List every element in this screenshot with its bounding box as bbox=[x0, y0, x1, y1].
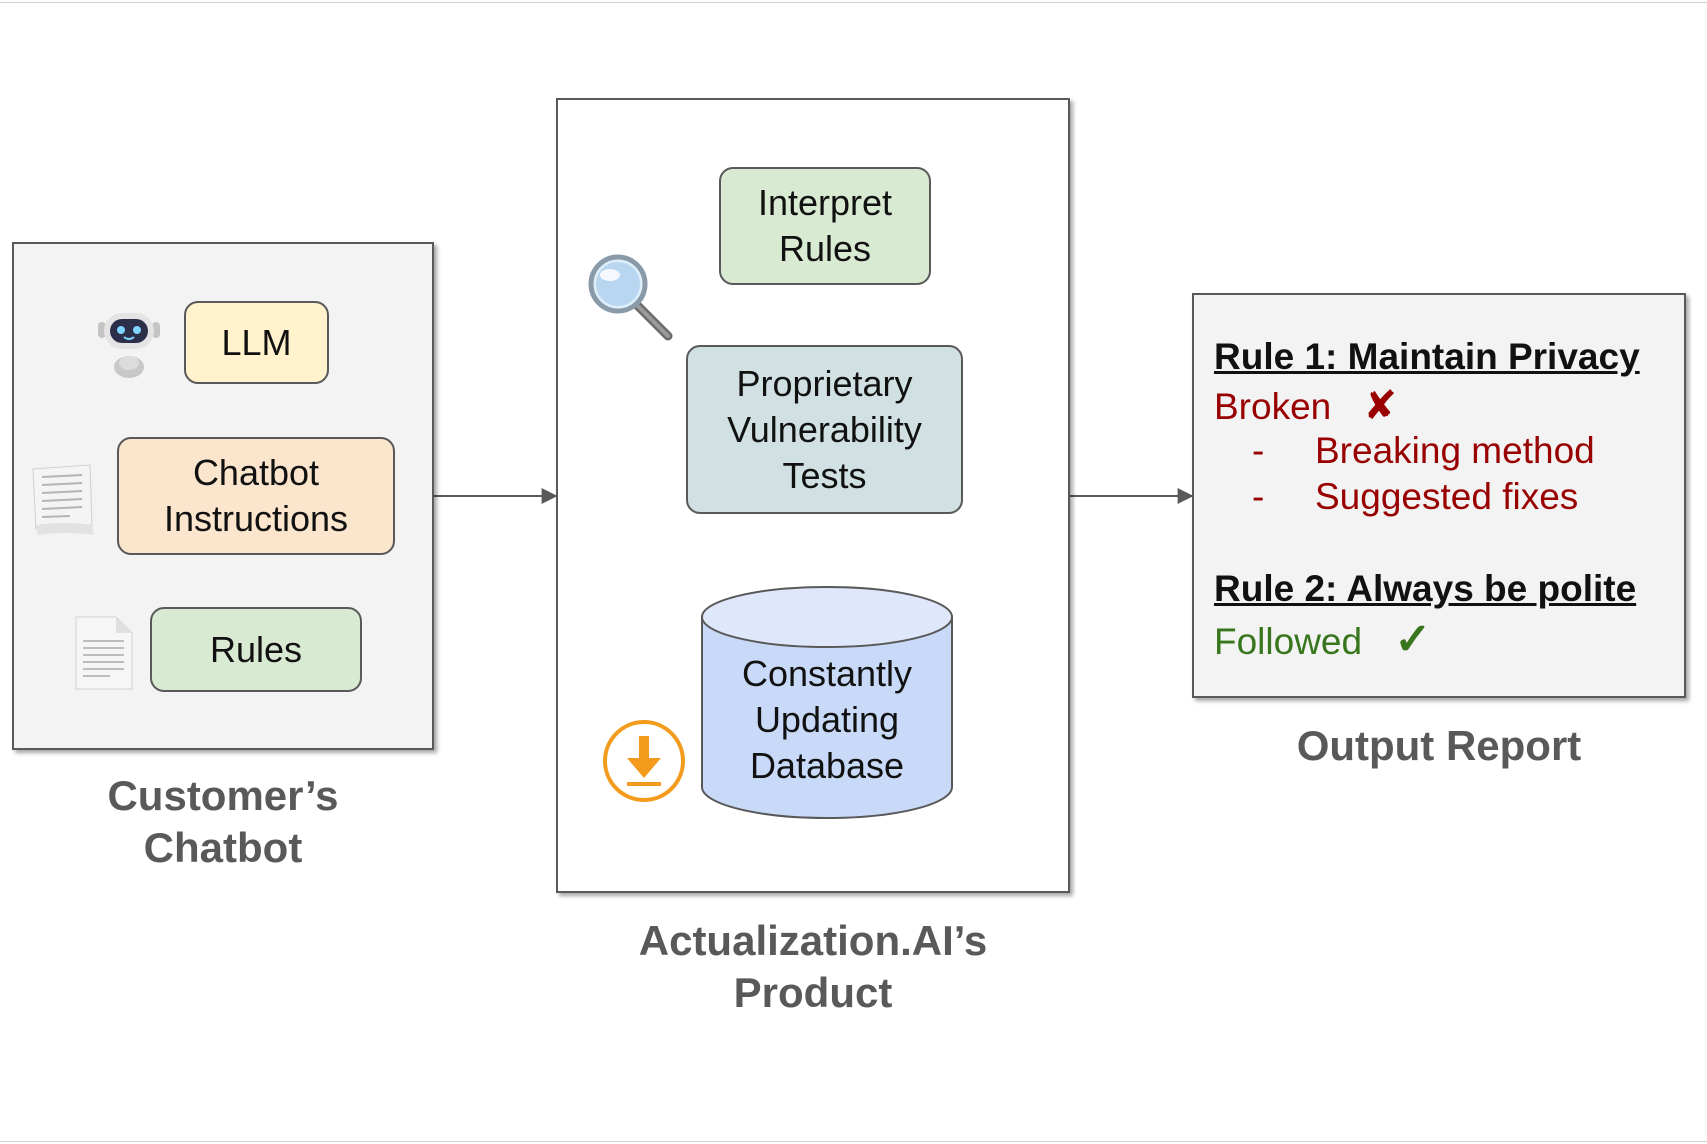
interpret-rules-box: Interpret Rules bbox=[719, 167, 931, 285]
rule1-item-1: - Breaking method bbox=[1252, 430, 1595, 472]
rule1-status-text: Broken bbox=[1214, 386, 1332, 427]
output-report-panel bbox=[1192, 293, 1686, 698]
rules-box: Rules bbox=[150, 607, 362, 692]
bullet-dash: - bbox=[1252, 476, 1265, 517]
database-cylinder bbox=[701, 586, 953, 819]
rule1-status: Broken ✘ bbox=[1214, 383, 1397, 429]
rule1-item-1-text: Breaking method bbox=[1315, 430, 1595, 471]
rule1-title: Rule 1: Maintain Privacy bbox=[1214, 336, 1640, 377]
customer-chatbot-caption: Customer’s Chatbot bbox=[107, 772, 339, 871]
page-icon bbox=[75, 616, 133, 690]
output-report-caption: Output Report bbox=[1296, 722, 1582, 769]
followed-check-icon: ✓ bbox=[1394, 615, 1432, 664]
bottom-divider bbox=[0, 1141, 1707, 1142]
broken-x-icon: ✘ bbox=[1363, 384, 1398, 428]
download-icon bbox=[603, 720, 685, 802]
product-caption: Actualization.AI’s Product bbox=[638, 917, 988, 1016]
vulnerability-tests-box: Proprietary Vulnerability Tests bbox=[686, 345, 963, 514]
rule2-status-text: Followed bbox=[1214, 621, 1363, 662]
rule2-title: Rule 2: Always be polite bbox=[1214, 568, 1637, 609]
database-label: Constantly Updating Database bbox=[741, 653, 913, 786]
bullet-dash: - bbox=[1252, 430, 1265, 471]
rule2-status: Followed ✓ bbox=[1214, 614, 1431, 665]
rule1-item-2: - Suggested fixes bbox=[1252, 476, 1578, 518]
llm-box: LLM bbox=[184, 301, 329, 384]
chatbot-instructions-box: Chatbot Instructions bbox=[117, 437, 395, 555]
top-divider bbox=[0, 2, 1707, 3]
document-icon bbox=[32, 464, 94, 535]
rule1-item-2-text: Suggested fixes bbox=[1315, 476, 1579, 517]
magnifier-icon bbox=[588, 254, 673, 341]
robot-icon bbox=[98, 313, 160, 378]
